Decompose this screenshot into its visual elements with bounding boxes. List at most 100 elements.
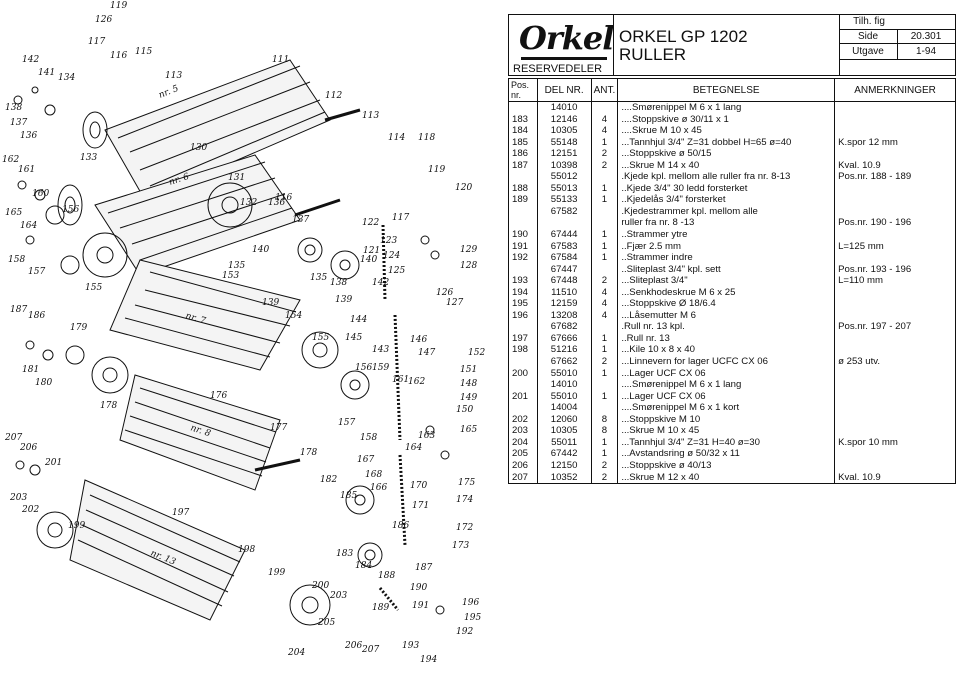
cell-betegnelse: ...Stoppskive M 10 (617, 413, 836, 426)
cell-delnr (536, 217, 592, 230)
cell-betegnelse: ...Stoppskive ø 50/15 (617, 148, 836, 160)
svg-text:173: 173 (452, 541, 469, 551)
cell-ant (590, 321, 619, 333)
cell-ant: 1 (590, 182, 619, 195)
svg-text:154: 154 (285, 311, 302, 321)
cell-betegnelse: ....Stoppskive ø 30/11 x 1 (617, 113, 836, 126)
cell-betegnelse: ...Linnevern for lager UCFC CX 06 (617, 356, 836, 368)
cell-ant: 1 (590, 344, 619, 357)
cell-ant: 4 (590, 113, 619, 126)
cell-ant: 2 (590, 148, 619, 160)
svg-text:135: 135 (310, 273, 327, 283)
cell-delnr: 51216 (536, 344, 592, 357)
header-divider (613, 15, 614, 75)
cell-pos: 203 (508, 425, 538, 437)
cell-delnr: 55133 (536, 194, 592, 206)
svg-text:172: 172 (456, 523, 473, 533)
roller-nr13 (36, 479, 331, 626)
cell-ant: 2 (590, 275, 619, 287)
cell-delnr: 67582 (536, 205, 592, 218)
svg-text:186: 186 (392, 521, 409, 531)
table-row: 14010....Smørenippel M 6 x 1 lang (508, 101, 956, 114)
title-line-2: RULLER (619, 45, 687, 64)
cell-ant: 1 (590, 390, 619, 403)
cell-betegnelse: ...Skrue M 10 x 45 (617, 425, 836, 437)
parts-list-sheet: Orkel RESERVEDELER ORKEL GP 1202 RULLER … (508, 14, 956, 670)
svg-text:127: 127 (446, 298, 463, 308)
cell-anmerkning (834, 125, 956, 137)
sprockets-chain (297, 224, 407, 611)
svg-text:121: 121 (363, 246, 380, 256)
cell-delnr: 10398 (536, 159, 592, 172)
svg-text:182: 182 (320, 475, 337, 485)
svg-text:207: 207 (4, 433, 22, 443)
svg-text:nr. 5: nr. 5 (157, 84, 180, 101)
cell-betegnelse: ....Skrue M 10 x 45 (617, 125, 836, 137)
svg-text:146: 146 (410, 335, 427, 345)
svg-text:162: 162 (2, 155, 19, 165)
cell-pos: 197 (508, 332, 538, 345)
svg-text:137: 137 (292, 215, 309, 225)
svg-text:168: 168 (365, 470, 382, 480)
svg-text:165: 165 (460, 425, 477, 435)
cell-anmerkning (834, 182, 956, 195)
cell-ant: 4 (590, 309, 619, 322)
svg-text:113: 113 (165, 71, 182, 81)
cell-ant: 1 (590, 436, 619, 449)
cell-delnr: 55013 (536, 182, 592, 195)
cell-betegnelse: ..Fjær 2.5 mm (617, 240, 836, 253)
cell-delnr: 55010 (536, 390, 592, 403)
svg-text:199: 199 (68, 521, 85, 531)
cell-anmerkning (834, 448, 956, 460)
svg-text:131: 131 (228, 173, 245, 183)
svg-text:136: 136 (268, 198, 285, 208)
cell-betegnelse: ....Smørenippel M 6 x 1 lang (617, 379, 836, 391)
cell-ant: 2 (590, 471, 619, 485)
svg-text:125: 125 (388, 266, 405, 276)
cell-betegnelse: .Kjede kpl. mellom alle ruller fra nr. 8… (617, 171, 836, 183)
svg-text:175: 175 (458, 478, 475, 488)
cell-ant: 4 (590, 125, 619, 137)
svg-text:206: 206 (19, 443, 37, 453)
svg-text:184: 184 (355, 561, 372, 571)
cell-ant: 1 (590, 194, 619, 206)
cell-anmerkning (834, 229, 956, 241)
cell-delnr: 12146 (536, 113, 592, 126)
svg-text:207: 207 (361, 645, 379, 655)
cell-pos: 207 (508, 471, 538, 485)
svg-text:181: 181 (22, 365, 39, 375)
svg-text:144: 144 (350, 315, 367, 325)
cell-ant (590, 402, 619, 414)
svg-text:190: 190 (410, 583, 427, 593)
cell-betegnelse: ...Stoppskive ø 40/13 (617, 459, 836, 472)
cell-pos (508, 356, 538, 368)
logo-underline (521, 57, 607, 60)
cell-ant: 4 (590, 298, 619, 310)
cell-ant (590, 171, 619, 183)
svg-text:162: 162 (408, 377, 425, 387)
cell-pos: 196 (508, 309, 538, 322)
svg-text:200: 200 (311, 581, 329, 591)
svg-text:192: 192 (456, 627, 473, 637)
exploded-parts-drawing: nr. 5 nr. 6 nr. 7 nr. 8 nr. 13 119126117… (2, 1, 485, 665)
title-line-1: ORKEL GP 1202 (619, 27, 748, 46)
cell-anmerkning: Pos.nr. 190 - 196 (834, 217, 956, 230)
col-delnr: DEL NR. (536, 78, 592, 102)
svg-text:122: 122 (362, 218, 379, 228)
svg-text:179: 179 (70, 323, 87, 333)
cell-pos (508, 321, 538, 333)
svg-text:155: 155 (85, 283, 102, 293)
svg-text:204: 204 (287, 648, 305, 658)
svg-text:185: 185 (340, 491, 357, 501)
cell-delnr: 13208 (536, 309, 592, 322)
side-label: Side (857, 31, 878, 42)
cell-ant: 2 (590, 459, 619, 472)
cell-pos: 202 (508, 413, 538, 426)
cell-ant (590, 263, 619, 276)
cell-delnr: 67448 (536, 275, 592, 287)
